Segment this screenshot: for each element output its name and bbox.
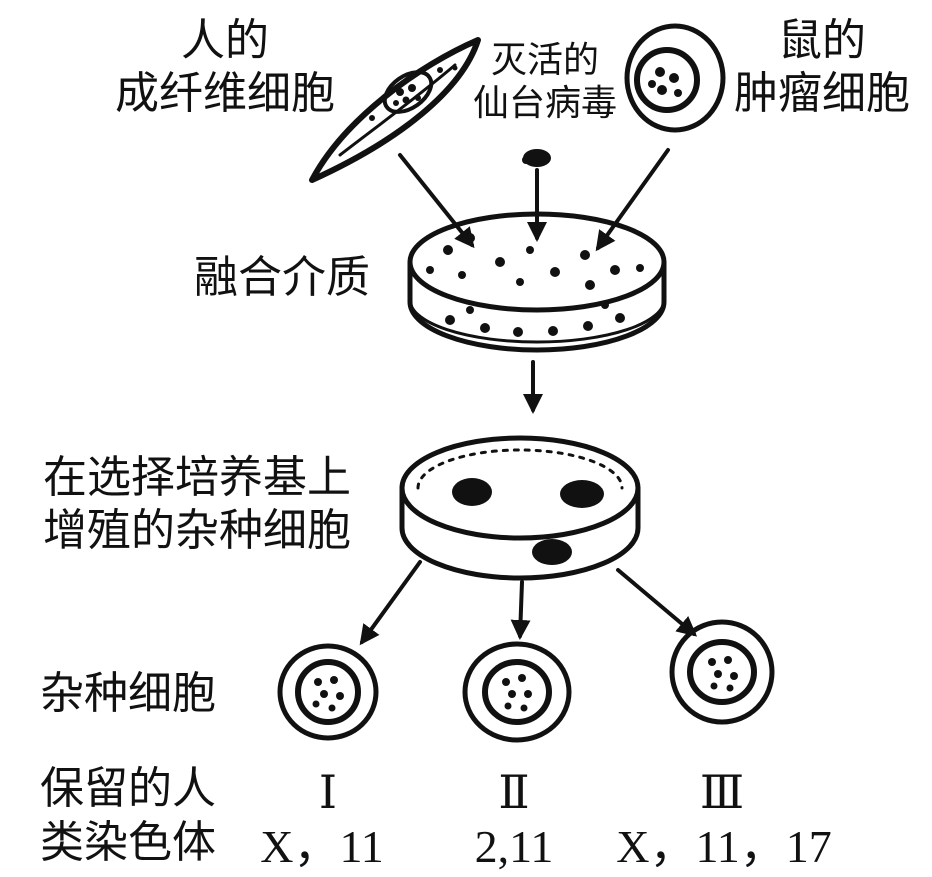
- clone-3-numeral: Ⅲ: [700, 767, 744, 818]
- fusion-medium-dish-icon: [407, 211, 667, 353]
- sendai-virus-icon: [522, 149, 551, 167]
- arrow-to-hybrid-1: [359, 560, 422, 646]
- fusion-medium-label: 融合介质: [194, 252, 370, 303]
- retained-chromosomes-label-line2: 类染色体: [40, 817, 216, 868]
- mouse-cell-label-line2: 肿瘤细胞: [734, 68, 910, 119]
- human-cell-label-line1: 人的: [181, 15, 269, 66]
- clone-2-chromosomes: 2,11: [475, 821, 554, 872]
- arrow-to-hybrid-2: [510, 580, 531, 640]
- arrow-human-to-dish: [398, 153, 475, 249]
- selective-medium-dish-icon: [399, 435, 641, 581]
- mouse-tumor-cell-icon: [624, 23, 726, 133]
- hybrid-cell-icon: [277, 643, 379, 741]
- selective-medium-label-line1: 在选择培养基上: [43, 452, 351, 503]
- clone-1-chromosomes: X，11: [260, 821, 384, 872]
- arrow-mouse-to-dish: [595, 148, 670, 252]
- hybrid-cells-label: 杂种细胞: [40, 668, 216, 719]
- human-cell-label-line2: 成纤维细胞: [115, 68, 335, 119]
- hybrid-cell-icon: [462, 641, 572, 743]
- clone-2-numeral: Ⅱ: [498, 767, 529, 818]
- hybrid-cell-icon: [669, 619, 775, 725]
- selective-medium-label-line2: 增殖的杂种细胞: [43, 505, 351, 556]
- arrow-to-hybrid-3: [616, 568, 698, 637]
- mouse-cell-label-line1: 鼠的: [778, 15, 866, 66]
- human-fibroblast-icon: [309, 37, 481, 183]
- retained-chromosomes-label-line1: 保留的人: [40, 763, 216, 814]
- virus-label-line2: 仙台病毒: [473, 83, 617, 124]
- clone-3-chromosomes: X，11，17: [616, 821, 832, 872]
- clone-1-numeral: Ⅰ: [319, 767, 337, 818]
- virus-label-line1: 灭活的: [491, 40, 599, 81]
